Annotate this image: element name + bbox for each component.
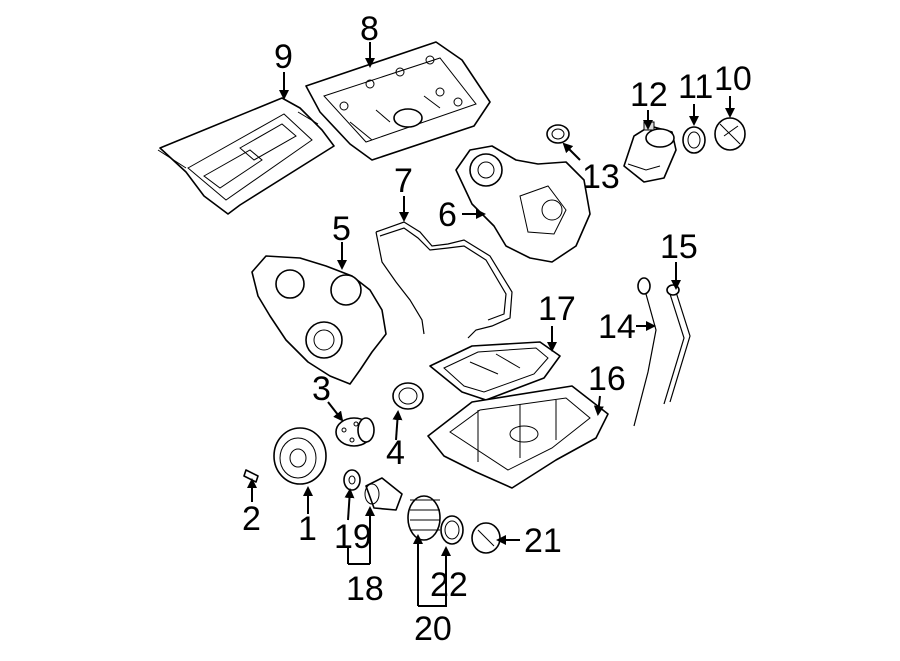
leader-13 [562,142,581,161]
callout-17: 17 [538,290,576,328]
dipstick-part [633,277,657,427]
leader-4 [392,410,403,441]
leader-19 [344,488,355,521]
oil-pan-baffle-part [429,341,561,401]
crankshaft-pulley-part [273,427,327,485]
oil-pan-part [427,385,609,489]
callout-6: 6 [438,196,457,234]
callout-11: 11 [678,68,713,106]
filter-cap-part [471,522,501,554]
filler-o-ring-part [682,126,706,154]
callout-22: 22 [430,566,468,604]
washer-part [343,469,361,491]
dipstick-tube-part [663,284,691,405]
leader-3 [327,401,344,422]
callout-10: 10 [714,60,752,98]
callout-13: 13 [582,158,620,196]
callout-20: 20 [414,610,452,648]
callout-3: 3 [312,370,331,408]
callout-7: 7 [394,162,413,200]
callout-12: 12 [630,76,668,114]
callout-2: 2 [242,500,261,538]
callout-21: 21 [524,522,562,560]
oil-filler-seal-part [546,124,570,144]
callout-19: 19 [334,518,372,556]
callout-15: 15 [660,228,698,266]
callout-9: 9 [274,38,293,76]
oil-filter-part [407,495,441,541]
oil-pump-part [335,417,375,447]
callout-5: 5 [332,210,351,248]
leader-16 [593,395,604,416]
leader-lines [247,42,735,607]
callout-14: 14 [598,308,636,346]
rear-timing-cover-part [455,145,591,263]
callout-8: 8 [360,10,379,48]
callout-1: 1 [298,510,317,548]
valve-cover-gasket-part [157,97,335,215]
crankshaft-seal-part [392,382,424,410]
front-timing-cover-part [251,255,387,385]
callout-4: 4 [386,434,405,472]
filter-adapter-part [364,477,403,511]
callout-labels: 1 2 3 4 5 6 7 8 9 10 11 12 13 14 15 16 1… [242,10,752,648]
timing-cover-gasket-part [375,221,513,339]
filter-o-ring-part [440,515,464,545]
callout-16: 16 [588,360,626,398]
callout-18: 18 [346,570,384,608]
valve-cover-part [305,41,491,161]
oil-filler-tube-part [623,121,677,183]
oil-filler-cap-part [714,117,746,151]
